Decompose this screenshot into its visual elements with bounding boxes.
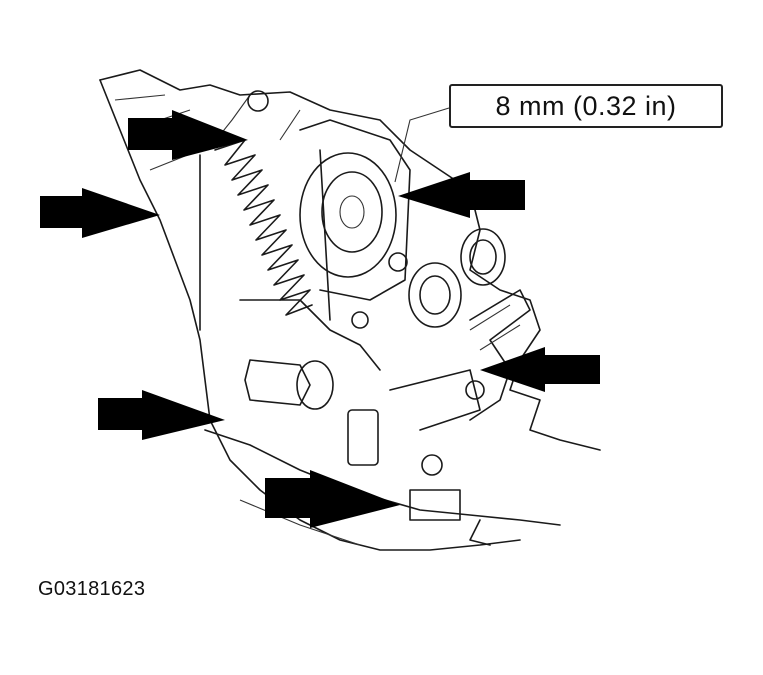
arrow-upper-right	[398, 172, 525, 218]
arrow-upper-left	[128, 110, 248, 160]
figure-id-label: G03181623	[38, 578, 146, 600]
chain-tensioner	[239, 299, 485, 521]
idler-pulleys	[408, 228, 506, 328]
arrow-lower-center	[265, 470, 400, 528]
mounting-bracket	[469, 289, 531, 421]
callout-leader-line	[394, 107, 450, 183]
indicator-arrows	[40, 110, 600, 528]
arrow-right	[480, 347, 600, 392]
camshaft-sprocket	[247, 90, 411, 329]
measurement-callout: 8 mm (0.32 in)	[449, 84, 723, 128]
arrow-left	[40, 188, 160, 238]
measurement-text: 8 mm (0.32 in)	[495, 90, 677, 121]
arrow-lower-left	[98, 390, 225, 440]
